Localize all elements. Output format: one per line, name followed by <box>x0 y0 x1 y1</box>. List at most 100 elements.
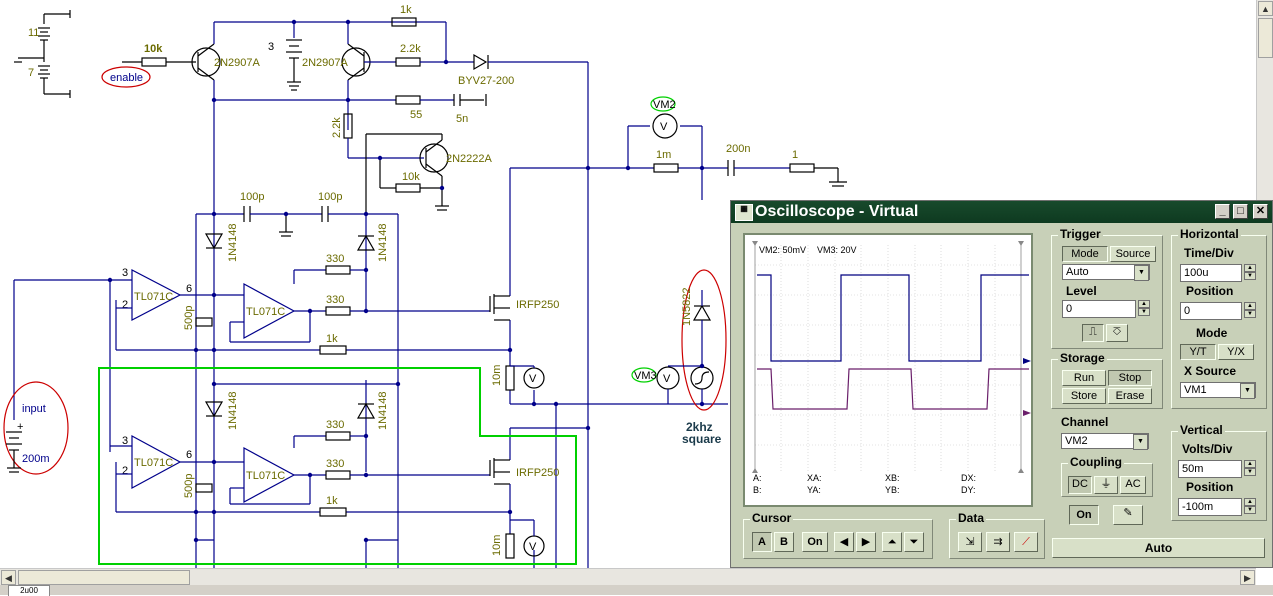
zener-annotation <box>681 269 727 411</box>
label-7: 7 <box>28 67 34 79</box>
arrow-up-icon[interactable]: ⏶ <box>882 532 902 552</box>
coupling-title: Coupling <box>1068 455 1124 469</box>
mode-yt-button[interactable]: Y/T <box>1180 344 1216 360</box>
time-div-input[interactable]: 100u <box>1180 264 1242 282</box>
time-div-spinner[interactable]: ▲▼ <box>1244 264 1256 282</box>
cursor-b-button[interactable]: B <box>774 532 794 552</box>
scroll-up-button[interactable]: ▲ <box>1258 1 1273 16</box>
oscilloscope-title: Oscilloscope - Virtual <box>755 203 919 220</box>
input-source[interactable]: input 200m + <box>3 381 69 475</box>
vm-a-symbol: V <box>529 373 537 385</box>
falling-edge-icon[interactable]: ⎏ <box>1106 324 1128 342</box>
readout-a: A: <box>753 473 762 483</box>
vertical-group: Vertical Volts/Div 50m ▲▼ Position -100m… <box>1171 423 1267 521</box>
oscilloscope-window[interactable]: ▦ Oscilloscope - Virtual _ □ ✕ <box>730 200 1273 568</box>
mode-yx-button[interactable]: Y/X <box>1218 344 1254 360</box>
mosfet-group-2[interactable]: IRFP250 10m V <box>489 458 559 559</box>
volts-div-spinner[interactable]: ▲▼ <box>1244 460 1256 478</box>
volts-div-input[interactable]: 50m <box>1178 460 1242 478</box>
erase-button[interactable]: Erase <box>1108 388 1152 404</box>
label-330-a: 330 <box>326 253 344 265</box>
top-rail[interactable]: 1k BYV27-200 <box>391 4 589 568</box>
run-button[interactable]: Run <box>1062 370 1106 386</box>
label-vm3: VM3 <box>634 370 657 382</box>
scroll-left-button[interactable]: ◀ <box>1 570 16 585</box>
x-source-select[interactable]: VM1 ▼ <box>1180 382 1256 399</box>
coupling-dc-button[interactable]: DC <box>1068 476 1092 494</box>
mosfet-group-1[interactable]: IRFP250 10m V <box>489 294 559 391</box>
minimize-button[interactable]: _ <box>1215 204 1230 219</box>
label-11: 11 <box>28 27 39 39</box>
scope-screen[interactable]: VM2: 50mV VM3: 20V A: B: XA: YA: XB: YB:… <box>743 233 1033 507</box>
sheet-tab-bar: 2u00 <box>0 585 1273 596</box>
label-byv27: BYV27-200 <box>458 75 514 87</box>
arrow-down-icon[interactable]: ⏷ <box>904 532 924 552</box>
v-position-input[interactable]: -100m <box>1178 498 1242 516</box>
auto-button[interactable]: Auto <box>1052 538 1265 558</box>
storage-group: Storage Run Stop Store Erase <box>1051 351 1163 409</box>
pen-icon[interactable]: ✎ <box>1113 505 1143 525</box>
rising-edge-icon[interactable]: ⎍ <box>1082 324 1104 342</box>
enable-stage[interactable]: 10k enable 2N2907A <box>101 21 446 100</box>
trigger-source-button[interactable]: Source <box>1110 246 1156 262</box>
label-100p-b: 100p <box>318 191 342 203</box>
label-irfp250-a: IRFP250 <box>516 299 559 311</box>
oscilloscope-titlebar[interactable]: ▦ Oscilloscope - Virtual _ □ ✕ <box>731 201 1272 223</box>
store-button[interactable]: Store <box>1062 388 1106 404</box>
label-55: 55 <box>410 109 422 121</box>
label-1n4148-d: 1N4148 <box>377 391 389 430</box>
trigger-level-input[interactable]: 0 <box>1062 300 1136 318</box>
label-100p-a: 100p <box>240 191 264 203</box>
sheet-tab[interactable]: 2u00 <box>8 585 50 596</box>
label-1n4148-a: 1N4148 <box>227 223 239 262</box>
horizontal-scrollbar[interactable]: ◀ ▶ <box>0 568 1256 586</box>
battery-stack[interactable]: 11 7 <box>14 10 71 98</box>
schematic-canvas[interactable]: 11 7 10k enable 2N2907A 3 <box>0 0 1256 568</box>
channel-on-button[interactable]: On <box>1069 505 1099 525</box>
trigger-mode-select[interactable]: Auto ▼ <box>1062 264 1150 281</box>
q3-stage[interactable]: 2.2k 2N2222A 10k <box>331 113 493 214</box>
battery-3[interactable]: 3 <box>268 19 302 91</box>
trigger-level-spinner[interactable]: ▲▼ <box>1138 300 1150 318</box>
graph-icon[interactable]: ⟋ <box>1014 532 1038 552</box>
coupling-ac-button[interactable]: AC <box>1120 476 1146 494</box>
note-shape: square <box>682 432 722 446</box>
arrow-right-icon[interactable]: ▶ <box>856 532 876 552</box>
export-icon[interactable]: ⇲ <box>958 532 982 552</box>
chevron-down-icon[interactable]: ▼ <box>1240 383 1255 399</box>
pin-3-a: 3 <box>122 267 128 279</box>
readout-b: B: <box>753 485 762 495</box>
cursor-on-button[interactable]: On <box>802 532 828 552</box>
channel-select[interactable]: VM2 ▼ <box>1061 433 1149 450</box>
h-position-spinner[interactable]: ▲▼ <box>1244 302 1256 320</box>
coupling-ground-button[interactable]: ⏚ <box>1094 476 1118 494</box>
vm2-stage[interactable]: VM2 V 1m 200n 1 <box>650 96 847 187</box>
transistor-q2[interactable]: 2N2907A 2.2k 55 5n <box>211 19 487 130</box>
oscilloscope-app-icon[interactable]: ▦ <box>735 204 753 221</box>
readout-dx: DX: <box>961 473 976 483</box>
pin-6-a: 6 <box>186 283 192 295</box>
arrow-left-icon[interactable]: ◀ <box>834 532 854 552</box>
maximize-button[interactable]: □ <box>1233 204 1248 219</box>
close-button[interactable]: ✕ <box>1253 204 1268 219</box>
opamp-group-2[interactable]: TL071C TL071C 3 2 6 330 330 500p 1k <box>110 419 490 517</box>
label-vm2: VM2 <box>653 99 676 111</box>
chevron-down-icon[interactable]: ▼ <box>1133 434 1148 450</box>
trace-vm2 <box>757 274 1029 362</box>
v-position-spinner[interactable]: ▲▼ <box>1244 498 1256 516</box>
diodes-1n4148-top[interactable]: 1N4148 1N4148 1N4148 1N4148 <box>204 223 398 430</box>
vertical-scroll-thumb[interactable] <box>1258 18 1273 58</box>
save-data-icon[interactable]: ⇉ <box>986 532 1010 552</box>
scroll-right-button[interactable]: ▶ <box>1240 570 1255 585</box>
stop-button[interactable]: Stop <box>1108 370 1152 386</box>
trigger-mode-button[interactable]: Mode <box>1062 246 1108 262</box>
caps-100p[interactable]: 100p 100p <box>196 191 398 237</box>
data-group: Data ⇲ ⇉ ⟋ <box>949 511 1045 559</box>
opamp-group-1[interactable]: TL071C TL071C 3 2 6 330 330 500p 1k <box>110 253 490 355</box>
zener-stage[interactable]: 1N5822 V VM3 2khz square <box>631 269 727 446</box>
chevron-down-icon[interactable]: ▼ <box>1134 265 1149 281</box>
label-q1: 2N2907A <box>214 57 261 69</box>
h-position-input[interactable]: 0 <box>1180 302 1242 320</box>
cursor-a-button[interactable]: A <box>752 532 772 552</box>
horizontal-scroll-thumb[interactable] <box>18 570 190 585</box>
